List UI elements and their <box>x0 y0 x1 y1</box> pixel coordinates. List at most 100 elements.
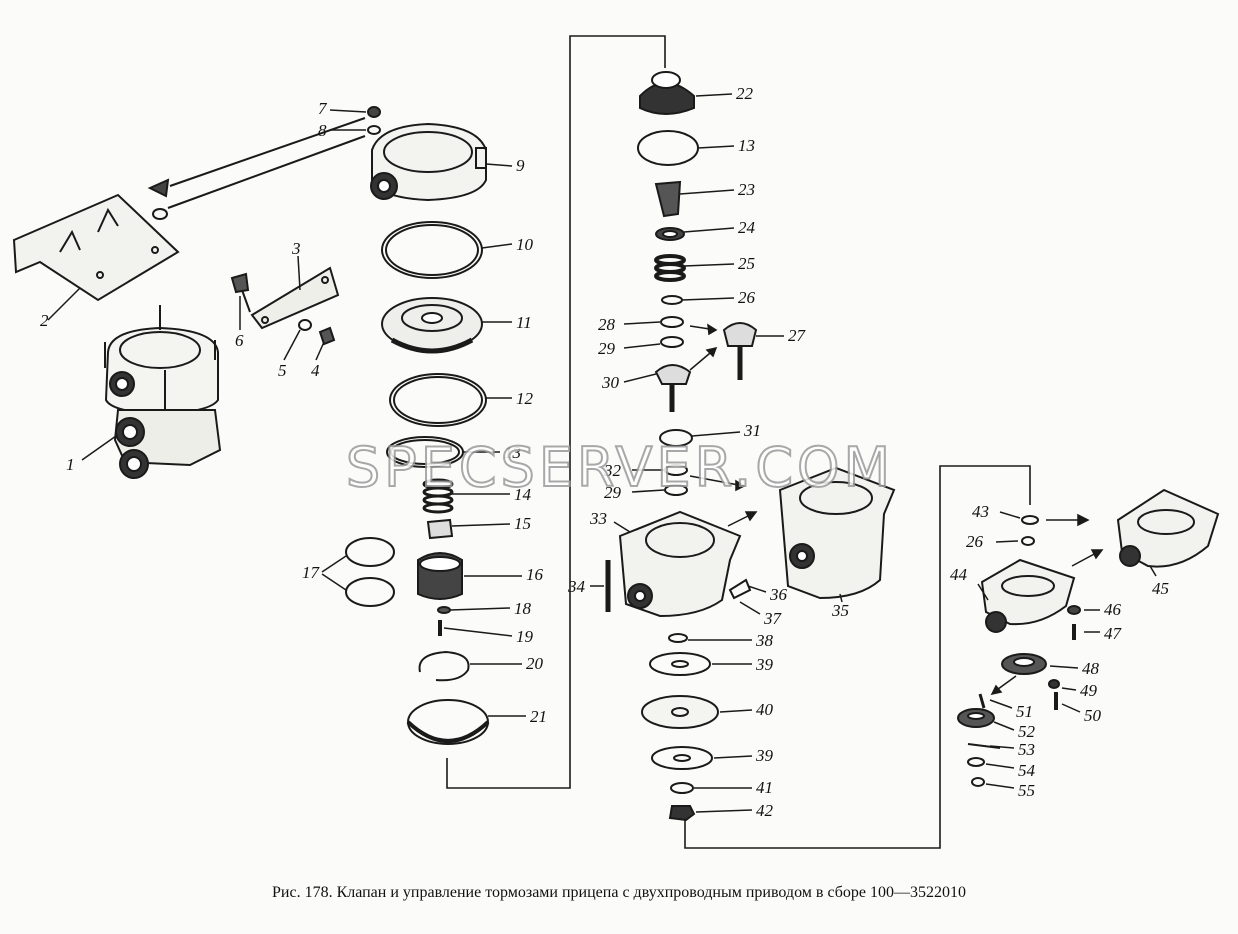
callout-9: 9 <box>516 156 525 175</box>
part-52-seat <box>957 708 995 728</box>
part-40-diaphragm <box>641 695 719 729</box>
part-26-ring-right <box>1021 536 1035 546</box>
part-31-ring <box>659 429 693 447</box>
part-38-ring <box>668 633 688 643</box>
part-27-stem <box>722 322 758 380</box>
part-54-disc <box>967 757 985 767</box>
part-3-lever <box>250 266 340 330</box>
part-6-bolt <box>230 272 251 313</box>
callout-36: 36 <box>770 585 787 604</box>
callout-33: 33 <box>590 509 607 528</box>
callout-21: 21 <box>530 707 547 726</box>
callout-15: 15 <box>514 514 531 533</box>
callout-42: 42 <box>756 801 773 820</box>
callout-6: 6 <box>235 331 244 350</box>
part-13-ring-upper <box>637 130 699 166</box>
part-55-washer <box>971 777 985 787</box>
part-24-washer <box>655 227 685 241</box>
callout-25: 25 <box>738 254 755 273</box>
callout-47: 47 <box>1104 624 1121 643</box>
part-49-nut <box>1048 679 1060 689</box>
part-46-nut <box>1067 605 1081 615</box>
callout-3: 3 <box>292 239 301 258</box>
callout-54: 54 <box>1018 761 1035 780</box>
callout-43: 43 <box>972 502 989 521</box>
callout-30: 30 <box>602 373 619 392</box>
part-42-nut <box>668 805 696 822</box>
callout-28: 28 <box>598 315 615 334</box>
part-9-cover <box>370 122 487 202</box>
part-39-disc-upper <box>649 652 711 676</box>
callout-11: 11 <box>516 313 532 332</box>
callout-53: 53 <box>1018 740 1035 759</box>
part-28-ring <box>660 316 684 328</box>
callout-14: 14 <box>514 485 531 504</box>
callout-16: 16 <box>526 565 543 584</box>
callout-19: 19 <box>516 627 533 646</box>
assembly-path-lines <box>446 35 1031 849</box>
callout-55: 55 <box>1018 781 1035 800</box>
callout-45: 45 <box>1152 579 1169 598</box>
callout-49: 49 <box>1080 681 1097 700</box>
part-36-pin <box>728 578 752 600</box>
part-2-bracket <box>12 193 180 302</box>
callout-29-lower: 29 <box>604 483 621 502</box>
callout-5: 5 <box>278 361 287 380</box>
part-10-ring <box>381 221 483 279</box>
callout-2: 2 <box>40 311 49 330</box>
part-26-ring <box>661 295 683 305</box>
callout-39-lower: 39 <box>756 746 773 765</box>
part-25-spring <box>654 254 686 282</box>
callout-22: 22 <box>736 84 753 103</box>
callout-7: 7 <box>318 99 327 118</box>
callout-12: 12 <box>516 389 533 408</box>
callout-10: 10 <box>516 235 533 254</box>
part-41-washer <box>670 782 694 794</box>
part-29-ring-lower <box>664 484 688 496</box>
part-35-body <box>778 466 896 600</box>
callout-37: 37 <box>764 609 781 628</box>
part-51-pin <box>978 693 986 709</box>
part-5-washer <box>298 319 312 331</box>
part-22-nut <box>639 71 695 115</box>
part-21-ring <box>406 699 490 745</box>
callout-39-upper: 39 <box>756 655 773 674</box>
callout-52: 52 <box>1018 722 1035 741</box>
part-17-rings <box>345 537 395 607</box>
callout-23: 23 <box>738 180 755 199</box>
callout-51: 51 <box>1016 702 1033 721</box>
part-4-nut <box>318 326 336 346</box>
direction-arrows <box>689 323 1104 696</box>
part-33-body <box>618 510 742 618</box>
callout-27: 27 <box>788 326 805 345</box>
callout-4: 4 <box>311 361 320 380</box>
part-23-valve <box>654 180 682 218</box>
figure-caption: Рис. 178. Клапан и управление тормозами … <box>272 884 966 901</box>
part-20-ring <box>418 650 470 682</box>
callout-1: 1 <box>66 455 75 474</box>
part-16-piston <box>417 552 463 600</box>
callout-48: 48 <box>1082 659 1099 678</box>
leader-lines <box>47 93 1157 813</box>
callout-18: 18 <box>514 599 531 618</box>
callout-29-upper: 29 <box>598 339 615 358</box>
part-44-housing <box>980 558 1076 633</box>
callout-38: 38 <box>756 631 773 650</box>
callout-20: 20 <box>526 654 543 673</box>
callout-13-right: 13 <box>738 136 755 155</box>
watermark: SPECSERVER.COM <box>345 435 895 500</box>
callout-26-right: 26 <box>966 532 983 551</box>
callout-13-left: 13 <box>504 443 521 462</box>
callout-32: 32 <box>604 461 621 480</box>
part-32-ring <box>664 464 688 476</box>
part-11-diaphragm-piston <box>381 297 483 354</box>
callout-46: 46 <box>1104 600 1121 619</box>
part-45-housing <box>1116 488 1220 568</box>
callout-17: 17 <box>302 563 319 582</box>
part-43-ring <box>1021 515 1039 525</box>
part-14-spring <box>422 478 454 514</box>
callout-31: 31 <box>744 421 761 440</box>
callout-50: 50 <box>1084 706 1101 725</box>
